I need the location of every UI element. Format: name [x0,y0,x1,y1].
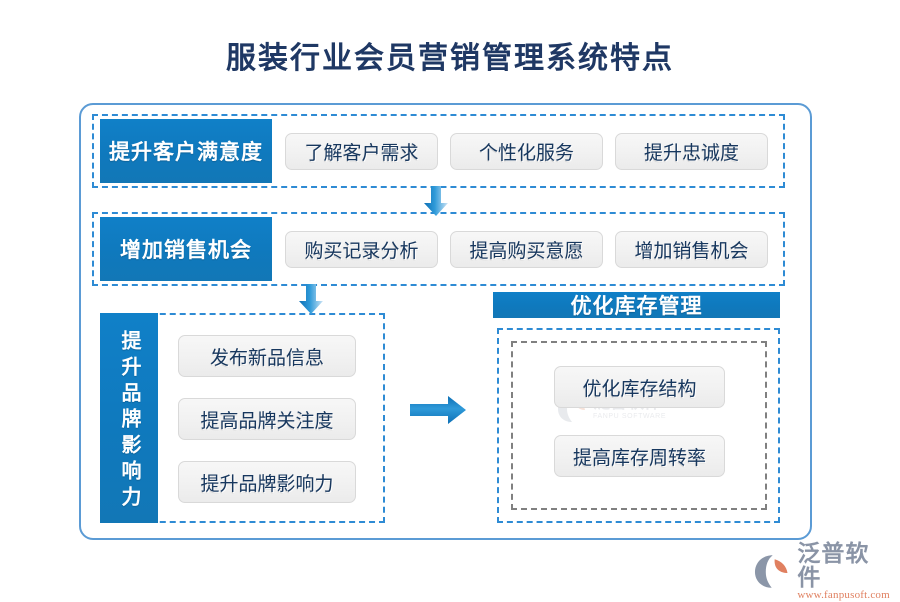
section-2-item-1[interactable]: 购买记录分析 [285,231,438,268]
inventory-item-1[interactable]: 优化库存结构 [554,366,725,408]
inventory-panel-inner-box [511,341,767,510]
inventory-panel-outer-box [497,328,780,523]
section-2-header[interactable]: 增加销售机会 [100,217,272,281]
inventory-panel-header[interactable]: 优化库存管理 [493,292,780,318]
inventory-item-2[interactable]: 提高库存周转率 [554,435,725,477]
section-1-header[interactable]: 提升客户满意度 [100,119,272,183]
section-2-item-3[interactable]: 增加销售机会 [615,231,768,268]
arrow-right-section3-to-inventory [410,395,466,425]
arrow-down-section1-to-section2 [423,186,449,216]
section-3-item-2[interactable]: 提高品牌关注度 [178,398,356,440]
section-2-item-2[interactable]: 提高购买意愿 [450,231,603,268]
arrow-down-section2-to-section3 [298,284,324,314]
section-3-item-3[interactable]: 提升品牌影响力 [178,461,356,503]
section-1-item-1[interactable]: 了解客户需求 [285,133,438,170]
brand-url: www.fanpusoft.com [797,589,890,602]
section-3-header[interactable]: 提升品牌影响力 [100,313,158,523]
section-3-item-1[interactable]: 发布新品信息 [178,335,356,377]
diagram-outer-frame [79,103,812,540]
section-1-item-2[interactable]: 个性化服务 [450,133,603,170]
brand-name: 泛普软件 [797,539,870,590]
page-title: 服装行业会员营销管理系统特点 [226,42,674,75]
fanpu-logo-mark-icon [754,554,788,588]
brand-logo: 泛普软件 www.fanpusoft.com [752,541,892,601]
section-1-item-3[interactable]: 提升忠诚度 [615,133,768,170]
